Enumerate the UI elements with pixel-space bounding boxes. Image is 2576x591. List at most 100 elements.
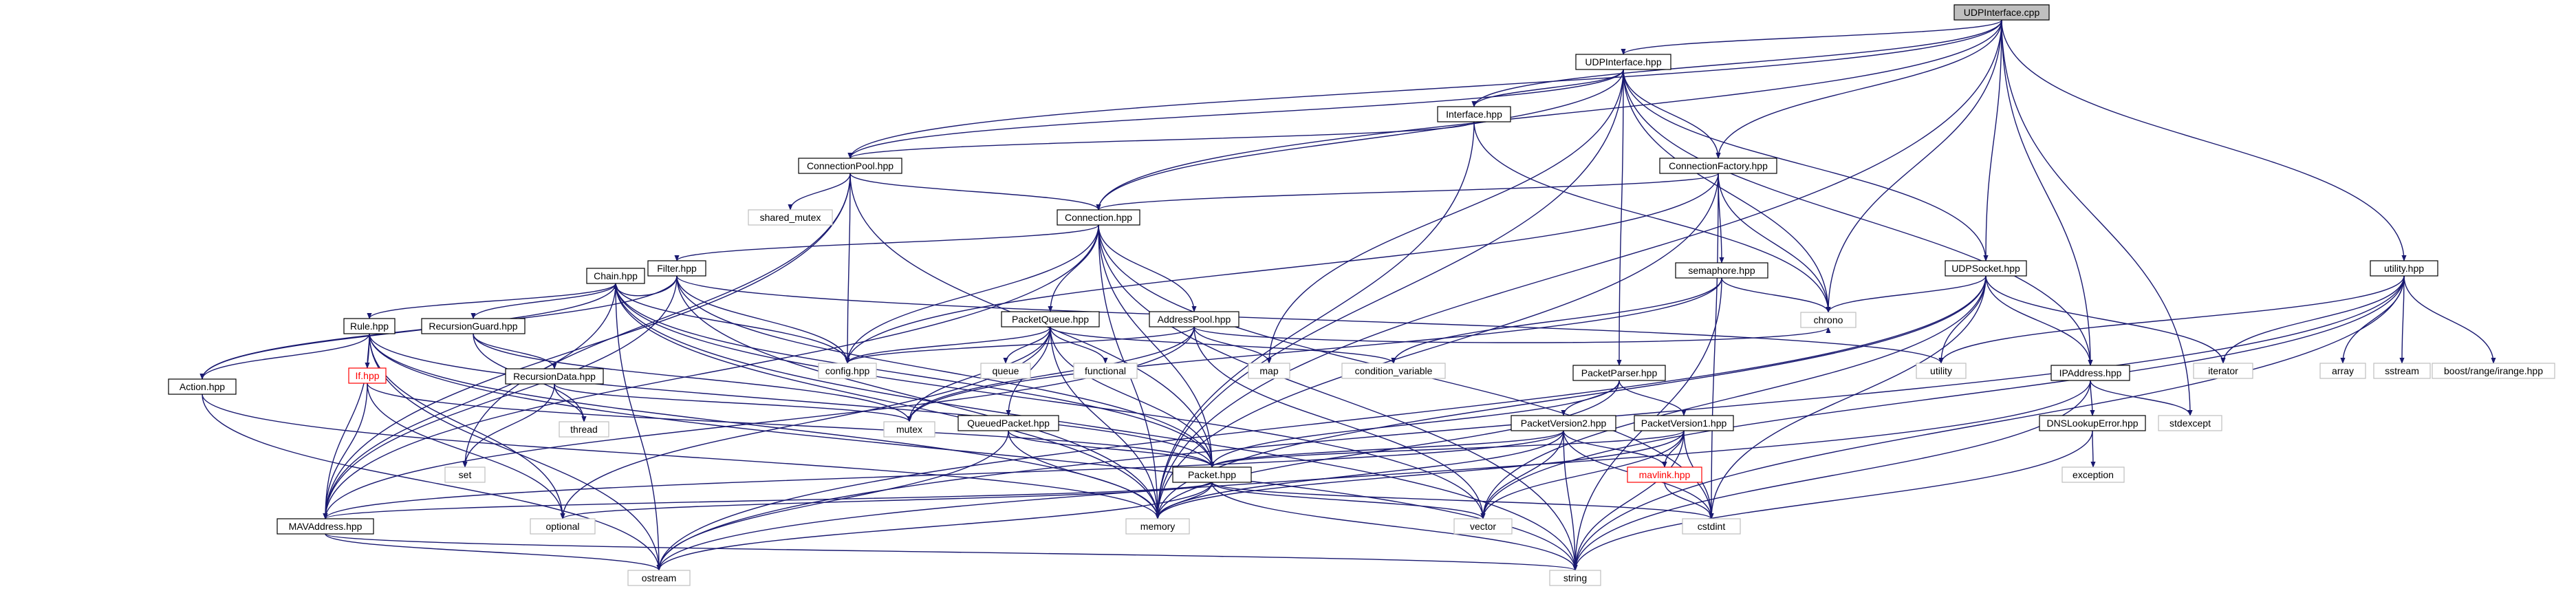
node-condition-variable: condition_variable (1341, 363, 1446, 379)
edge-connectionfactory_hpp-to-chrono (1718, 173, 1831, 313)
edge-packetversion1_hpp-to-vector (1480, 430, 1685, 519)
node-box (2050, 365, 2130, 381)
node-box (1634, 415, 1734, 431)
node-recursionguard-hpp[interactable]: RecursionGuard.hpp (421, 318, 526, 334)
node-box (505, 368, 604, 385)
node-connection-hpp[interactable]: Connection.hpp (1057, 209, 1140, 226)
edge-dnslookuperror_hpp-to-exception (2090, 430, 2096, 468)
edge-packet_hpp-to-ostream (656, 482, 1213, 571)
edge-packet_hpp-to-cstdint (1211, 482, 1714, 519)
edge-packetversion2_hpp-to-mavlink_hpp (1563, 430, 1667, 468)
edge-chain_hpp-to-string (615, 283, 1578, 571)
node-mavaddress-hpp[interactable]: MAVAddress.hpp (277, 518, 374, 535)
node-label: IPAddress.hpp (2059, 367, 2122, 378)
node-box (1248, 363, 1290, 379)
edge-udpinterface_hpp-to-map (1266, 69, 1624, 364)
node-label: stdexcept (2169, 418, 2211, 429)
edge-packetqueue_hpp-to-config_hpp (845, 326, 1051, 364)
node-addresspool-hpp[interactable]: AddressPool.hpp (1149, 311, 1240, 327)
edge-rule_hpp-to-mavaddress_hpp (323, 333, 370, 519)
node-label: condition_variable (1355, 365, 1433, 376)
node-udpsocket-hpp[interactable]: UDPSocket.hpp (1945, 260, 2027, 277)
edge-semaphore_hpp-to-condition_variable (1391, 277, 1722, 364)
edge-udpinterface_hpp-to-connectionpool_hpp (847, 69, 1624, 159)
node-rule-hpp[interactable]: Rule.hpp (343, 318, 396, 334)
edge-packetversion1_hpp-to-string (1572, 430, 1685, 571)
node-array: array (2319, 363, 2366, 379)
node-mavlink-hpp[interactable]: mavlink.hpp (1627, 466, 1702, 483)
node-queuedpacket-hpp[interactable]: QueuedPacket.hpp (957, 415, 1059, 431)
node-connectionfactory-hpp[interactable]: ConnectionFactory.hpp (1659, 158, 1777, 174)
node-box (1125, 518, 1190, 535)
edge-udpinterface_hpp-to-udpsocket_hpp (1623, 69, 1989, 261)
node-packetqueue-hpp[interactable]: PacketQueue.hpp (1001, 311, 1100, 327)
edge-utility_hpp-to-utility (1938, 275, 2405, 364)
edge-recursiondata_hpp-to-mutex (554, 383, 912, 422)
node-semaphore-hpp[interactable]: semaphore.hpp (1675, 262, 1768, 279)
edge-connection_hpp-to-config_hpp (845, 224, 1099, 364)
node-packetversion2-hpp[interactable]: PacketVersion2.hpp (1511, 415, 1616, 431)
edge-packetversion2_hpp-to-string (1563, 430, 1578, 571)
edge-udpinterface_cpp-to-udpsocket_hpp (1983, 19, 2002, 261)
node-filter-hpp[interactable]: Filter.hpp (647, 260, 706, 277)
node-label: Filter.hpp (657, 263, 697, 274)
edge-connection_hpp-to-addresspool_hpp (1098, 224, 1197, 312)
edge-chain_hpp-to-memory (615, 283, 1160, 519)
edge-if_hpp-to-optional (367, 383, 565, 519)
node-utility-hpp[interactable]: utility.hpp (2370, 260, 2438, 277)
edge-packetqueue_hpp-to-functional (1050, 326, 1108, 364)
edge-semaphore_hpp-to-mutex (907, 277, 1722, 422)
node-action-hpp[interactable]: Action.hpp (168, 378, 237, 395)
node-connectionpool-hpp[interactable]: ConnectionPool.hpp (798, 158, 902, 174)
edge-if_hpp-to-packet_hpp (367, 383, 1215, 468)
node-udpinterface-hpp[interactable]: UDPInterface.hpp (1575, 54, 1671, 70)
edge-rule_hpp-to-packet_hpp (369, 333, 1215, 468)
node-label: UDPInterface.hpp (1585, 56, 1661, 67)
edge-packet_hpp-to-vector (1211, 482, 1486, 519)
node-label: vector (1470, 521, 1496, 532)
node-sstream: sstream (2373, 363, 2431, 379)
dependency-edges (199, 19, 2496, 571)
node-boost-range: boost/range/irange.hpp (2432, 363, 2555, 379)
node-box (2319, 363, 2366, 379)
edge-filter_hpp-to-packet_hpp (676, 275, 1215, 468)
edge-dnslookuperror_hpp-to-string (1572, 430, 2093, 571)
edge-chain_hpp-to-rule_hpp (367, 283, 616, 319)
edge-connectionpool_hpp-to-set (462, 173, 851, 468)
node-label: optional (545, 521, 579, 532)
node-interface-hpp[interactable]: Interface.hpp (1437, 106, 1511, 122)
node-box (883, 421, 935, 438)
node-packetversion1-hpp[interactable]: PacketVersion1.hpp (1634, 415, 1734, 431)
node-box (957, 415, 1059, 431)
node-label: iterator (2208, 365, 2238, 376)
edge-addresspool_hpp-to-mavaddress_hpp (323, 326, 1195, 519)
edge-udpinterface_hpp-to-memory (1155, 69, 1624, 519)
node-iterator: iterator (2193, 363, 2253, 379)
edge-connection_hpp-to-packet_hpp (1098, 224, 1215, 468)
node-label: map (1259, 365, 1278, 376)
node-utility: utility (1916, 363, 1967, 379)
node-ipaddress-hpp[interactable]: IPAddress.hpp (2050, 365, 2130, 381)
node-label: ostream (642, 572, 677, 583)
edge-addresspool_hpp-to-vector (1193, 326, 1486, 519)
node-dnslookuperror-hpp[interactable]: DNSLookupError.hpp (2039, 415, 2146, 431)
node-udpinterface-cpp[interactable]: UDPInterface.cpp (1953, 4, 2050, 21)
edge-packetqueue_hpp-to-mutex (907, 326, 1051, 422)
edge-connectionfactory_hpp-to-connection_hpp (1096, 173, 1719, 211)
edge-connection_hpp-to-packetqueue_hpp (1048, 224, 1099, 312)
node-recursiondata-hpp[interactable]: RecursionData.hpp (505, 368, 604, 385)
node-packetparser-hpp[interactable]: PacketParser.hpp (1572, 365, 1666, 381)
node-label: chrono (1814, 314, 1843, 325)
node-box (1511, 415, 1616, 431)
node-label: PacketVersion1.hpp (1641, 418, 1727, 429)
node-box (818, 363, 877, 379)
node-label: utility (1930, 365, 1952, 376)
node-box (2061, 466, 2125, 483)
node-box (277, 518, 374, 535)
node-chain-hpp[interactable]: Chain.hpp (586, 268, 645, 284)
node-box (1073, 363, 1138, 379)
edge-filter_hpp-to-memory (676, 275, 1160, 519)
node-if-hpp[interactable]: If.hpp (348, 367, 387, 384)
node-packet-hpp[interactable]: Packet.hpp (1172, 466, 1252, 483)
edge-addresspool_hpp-to-map (1193, 326, 1272, 364)
